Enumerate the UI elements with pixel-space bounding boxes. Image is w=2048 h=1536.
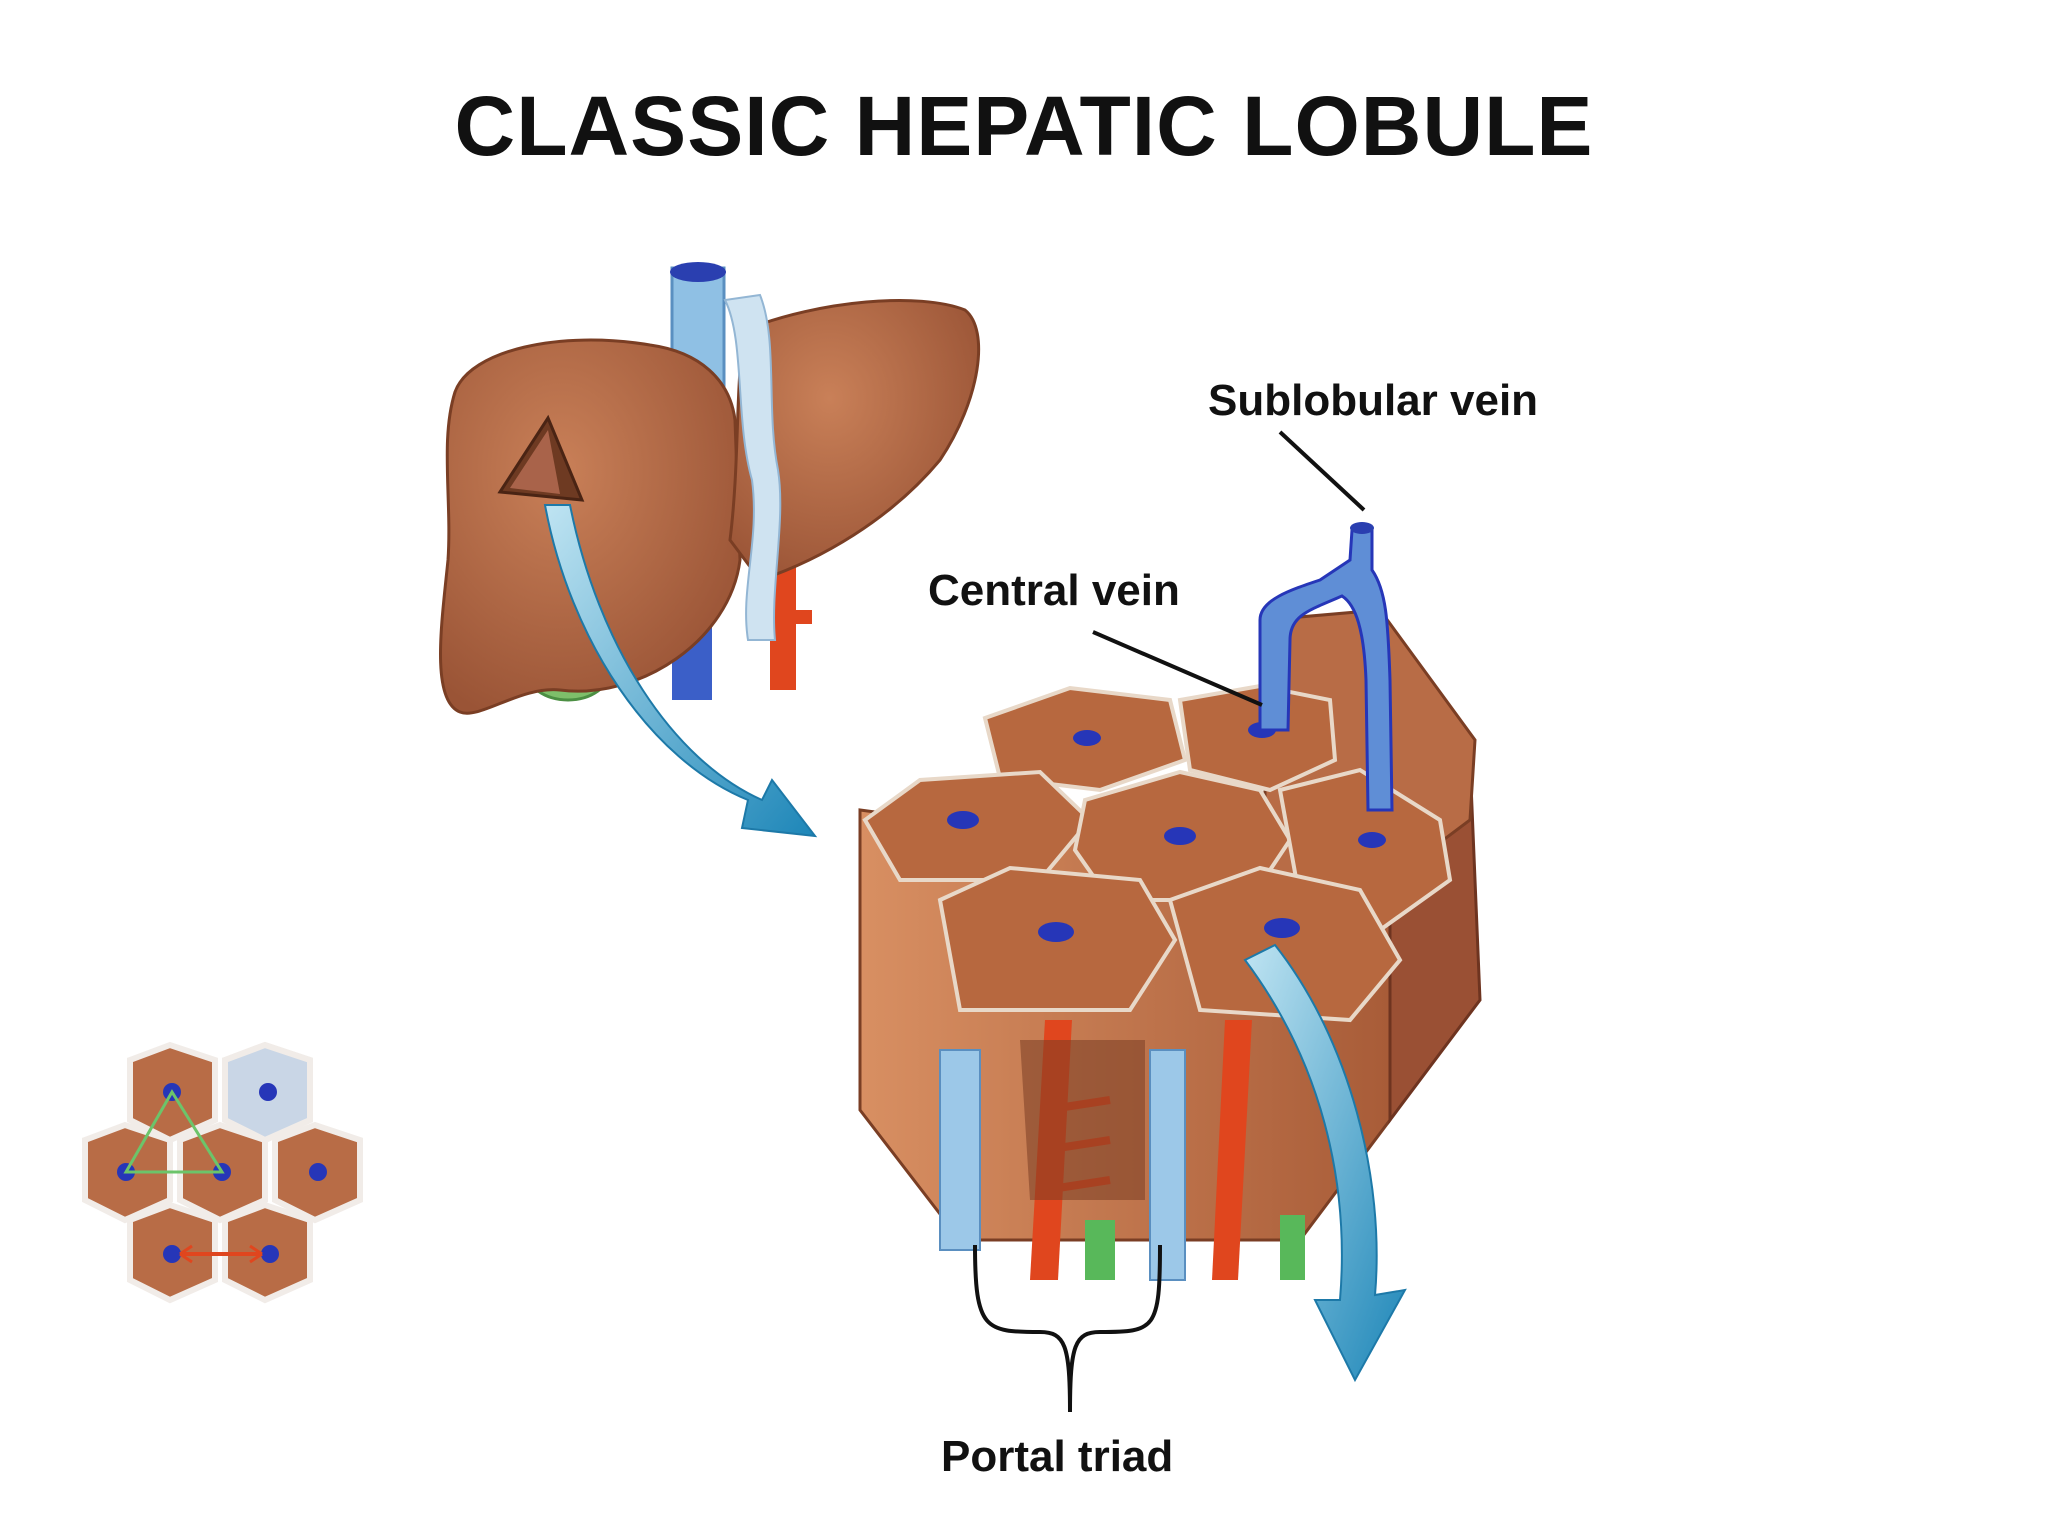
sublobular-vein-label: Sublobular vein [1208, 376, 1539, 425]
portal-triad-brace [973, 1244, 1162, 1413]
sublobular-vein-tree [1258, 522, 1394, 812]
hepatic-lobule-block [858, 522, 1482, 1383]
central-veins [947, 722, 1386, 942]
central-vein-label: Central vein [928, 566, 1180, 615]
portal-triad-label: Portal triad [941, 1432, 1174, 1481]
central-vein-leader [1092, 630, 1263, 707]
page-title: CLASSIC HEPATIC LOBULE [454, 79, 1594, 173]
blood-flow-arrow [1243, 943, 1407, 1383]
lobule-inset-diagram [82, 1041, 363, 1304]
portal-vessels-front [939, 1020, 1305, 1281]
label-leader-lines [973, 430, 1366, 1413]
liver-illustration [439, 262, 981, 838]
sublobular-vein-leader [1278, 430, 1366, 512]
